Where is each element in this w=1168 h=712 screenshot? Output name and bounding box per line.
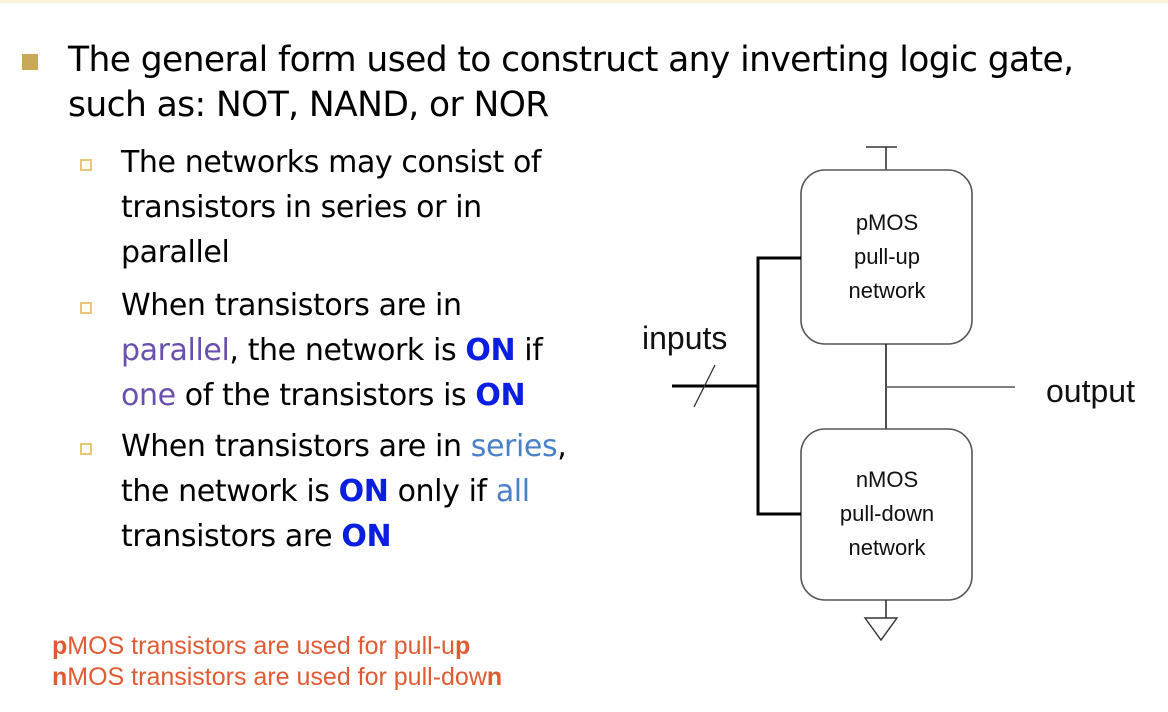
sub-bullet-line-1: When transistors are in series, [121, 424, 621, 469]
sub-bullet-line-2: parallel, the network is ON if [121, 328, 621, 373]
sub-bullet-line-1: When transistors are in [121, 283, 621, 328]
text-run: The networks may consist of [121, 145, 542, 180]
sub-bullet-line-3: transistors are ON [121, 514, 621, 559]
pull-up-line-3: network [848, 278, 926, 303]
sub-bullet-text: When transistors are in parallel, the net… [121, 283, 621, 418]
note-nmos-lead: n [52, 663, 68, 691]
blue-emphasis: series [470, 429, 558, 464]
text-run: only if [388, 474, 496, 509]
blue-emphasis: all [495, 474, 530, 509]
on-emphasis: ON [341, 519, 392, 554]
on-emphasis: ON [465, 333, 516, 368]
note-nmos-tail: n [486, 663, 503, 691]
note-pmos-lead: p [52, 632, 68, 660]
sub-bullet-text: The networks may consist of transistors i… [121, 140, 621, 275]
sub-bullet-line-2: transistors in series or in [121, 185, 621, 230]
text-run: the network is [121, 474, 339, 509]
slide-top-border [0, 0, 1168, 3]
pull-up-line-2: pull-up [853, 244, 921, 269]
ground-icon [863, 600, 899, 642]
pull-down-box-label: nMOS pull-down network [801, 463, 973, 565]
on-emphasis: ON [475, 378, 526, 413]
input-bus [672, 256, 801, 516]
main-bullet-line-2: such as: NOT, NAND, or NOR [68, 85, 549, 125]
output-label: output [1046, 373, 1135, 409]
text-run: parallel [121, 235, 230, 270]
note-pmos-tail: p [454, 632, 471, 660]
pull-down-line-3: network [848, 535, 926, 560]
text-run: transistors in series or in [121, 190, 482, 225]
note-nmos-middle: MOS transistors are used for pull-dow [67, 663, 487, 691]
main-bullet-line-1: The general form used to construct any i… [68, 40, 1074, 80]
purple-emphasis: one [121, 378, 176, 413]
text-run: of the transistors is [175, 378, 476, 413]
on-emphasis: ON [338, 474, 389, 509]
main-bullet-text: The general form used to construct any i… [68, 38, 1158, 128]
sub-bullet-line-1: The networks may consist of [121, 140, 621, 185]
purple-emphasis: parallel [121, 333, 230, 368]
text-run: if [515, 333, 543, 368]
sub-bullet-hollow-square-icon [80, 302, 92, 314]
sub-bullet-hollow-square-icon [80, 159, 92, 171]
note-nmos: nMOS transistors are used for pull-down [52, 662, 502, 692]
sub-bullet-text: When transistors are in series,the netwo… [121, 424, 621, 559]
pull-up-line-1: pMOS [855, 210, 919, 235]
text-run: transistors are [121, 519, 342, 554]
pull-up-box-label: pMOS pull-up network [801, 206, 973, 308]
bus-slash-icon [693, 364, 716, 408]
inputs-label: inputs [642, 320, 728, 356]
sub-bullet-line-3: parallel [121, 230, 621, 275]
sub-bullet-line-3: one of the transistors is ON [121, 373, 621, 418]
note-pmos-middle: MOS transistors are used for pull-u [67, 632, 455, 660]
sub-bullet-hollow-square-icon [80, 443, 92, 455]
vdd-icon [866, 146, 897, 170]
note-pmos: pMOS transistors are used for pull-up [52, 631, 470, 661]
text-run: , [557, 429, 567, 464]
text-run: When transistors are in [121, 288, 462, 323]
main-bullet-square-icon [22, 54, 38, 70]
sub-bullet-line-2: the network is ON only if all [121, 469, 621, 514]
pull-down-line-1: nMOS [855, 467, 919, 492]
text-run: When transistors are in [121, 429, 471, 464]
pull-down-line-2: pull-down [839, 501, 935, 526]
text-run: , the network is [229, 333, 466, 368]
